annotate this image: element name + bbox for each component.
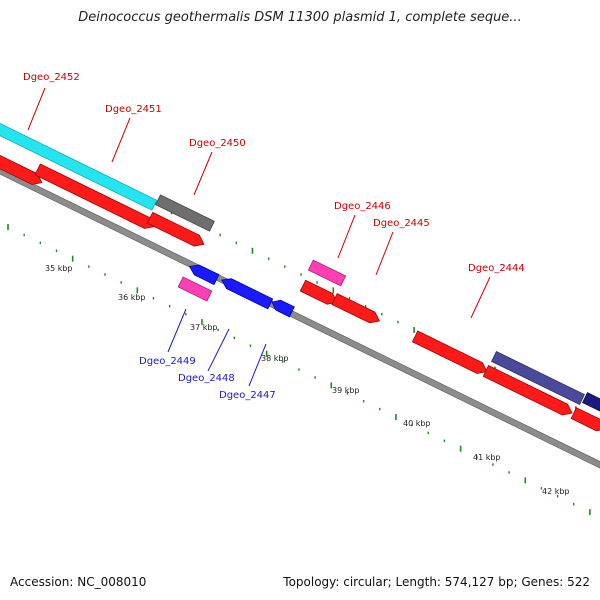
gene-label-dgeo-2446[interactable]: Dgeo_2446: [334, 201, 391, 212]
gene-label-dgeo-2448[interactable]: Dgeo_2448: [178, 373, 235, 384]
feature-shape: [411, 330, 488, 374]
feature-shape: [482, 364, 573, 416]
gene-label-dgeo-2444[interactable]: Dgeo_2444: [468, 263, 525, 274]
gene-block-dgeo-2452: [0, 107, 158, 211]
gene-block-dgeo-2446: [307, 259, 347, 287]
feature-shape: [221, 278, 274, 310]
gene-label-dgeo-2451[interactable]: Dgeo_2451: [105, 104, 162, 115]
gene-block-dgeo-2451: [34, 163, 155, 229]
feature-shape: [307, 259, 347, 287]
kbp-label: 42 kbp: [542, 487, 570, 496]
map-title: Deinococcus geothermalis DSM 11300 plasm…: [78, 10, 522, 25]
kbp-label: 37 kbp: [190, 323, 218, 332]
feature-shape: [0, 107, 158, 211]
label-line-dgeo-2445: [375, 231, 394, 276]
label-line-dgeo-2446: [337, 214, 356, 259]
gene-block-dgeo-2452-fwd: [0, 149, 43, 185]
feature-shape: [188, 264, 220, 286]
label-line-dgeo-2444: [470, 276, 491, 319]
label-line-dgeo-2450: [193, 151, 213, 196]
topology-text: Topology: circular; Length: 574,127 bp; …: [283, 575, 590, 589]
accession-text: Accession: NC_008010: [10, 575, 147, 589]
kbp-labels: 35 kbp 36 kbp 37 kbp 38 kbp 39 kbp 40 kb…: [45, 264, 570, 496]
feature-shape: [331, 293, 381, 324]
kbp-label: 39 kbp: [332, 386, 360, 395]
feature-shape: [491, 350, 585, 406]
gene-label-dgeo-2447[interactable]: Dgeo_2447: [219, 390, 276, 401]
label-line-dgeo-2447: [248, 343, 267, 387]
feature-shape: [155, 194, 215, 232]
gene-block-dgeo-2445: [331, 293, 381, 324]
inner-tick-track: [7, 224, 591, 516]
gene-block-dgeo-2450-top: [155, 194, 215, 232]
feature-shape: [0, 149, 43, 185]
label-line-dgeo-2451: [111, 117, 131, 163]
gene-block-red-edge: [570, 407, 600, 432]
gene-block-dgeo-2444: [411, 330, 488, 374]
kbp-label: 40 kbp: [403, 419, 431, 428]
gene-label-dgeo-2449[interactable]: Dgeo_2449: [139, 356, 196, 367]
gene-block-edge: [582, 392, 600, 412]
kbp-label: 35 kbp: [45, 264, 73, 273]
label-line-dgeo-2448: [207, 328, 230, 372]
feature-shape: [582, 392, 600, 412]
gene-block-dgeo-2449-rev: [188, 264, 220, 286]
kbp-label: 41 kbp: [473, 453, 501, 462]
gene-features: [0, 107, 600, 432]
feature-shape: [146, 211, 205, 247]
genome-backbone: [0, 159, 600, 474]
gene-block-dgeo-2449: [177, 276, 213, 302]
label-line-dgeo-2452: [27, 87, 46, 131]
feature-shape: [271, 299, 295, 318]
gene-block-dgeo-2450: [146, 211, 205, 247]
gene-label-dgeo-2450[interactable]: Dgeo_2450: [189, 138, 246, 149]
feature-shape: [177, 276, 213, 302]
feature-shape: [34, 163, 155, 229]
gene-block-dgeo-2447: [271, 299, 295, 318]
gene-labels: Dgeo_2452 Dgeo_2451 Dgeo_2450 Dgeo_2446 …: [23, 72, 525, 401]
gene-block-dgeo-2448: [221, 278, 274, 310]
gene-label-dgeo-2445[interactable]: Dgeo_2445: [373, 218, 430, 229]
kbp-label: 38 kbp: [261, 354, 289, 363]
label-line-dgeo-2449: [167, 308, 187, 353]
gene-label-dgeo-2452[interactable]: Dgeo_2452: [23, 72, 80, 83]
feature-shape: [570, 407, 600, 432]
gene-block-red-far: [482, 364, 573, 416]
gene-block-dgeo-2444-top: [491, 350, 585, 406]
kbp-label: 36 kbp: [118, 293, 146, 302]
